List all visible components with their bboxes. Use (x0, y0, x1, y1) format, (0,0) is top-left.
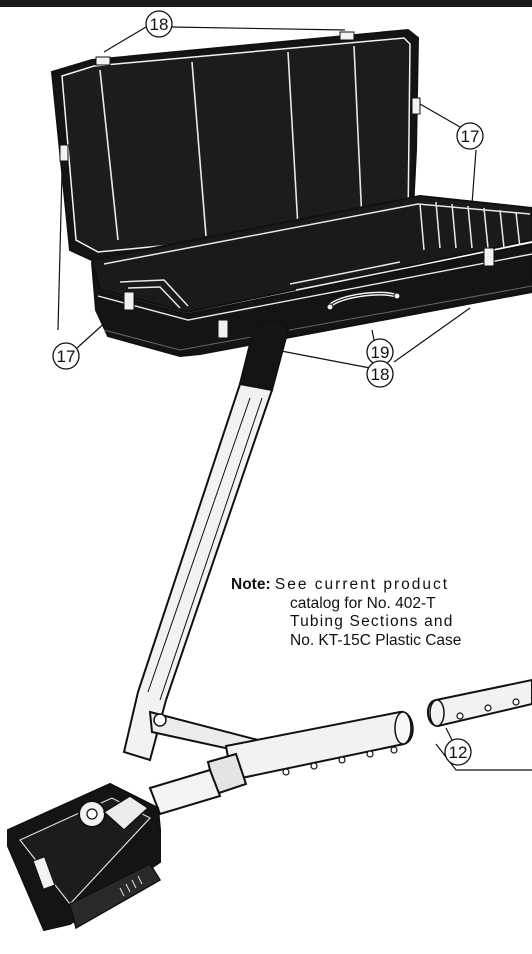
svg-text:17: 17 (461, 127, 480, 146)
leader-lines (57, 26, 477, 369)
note-line-4: No. KT-15C Plastic Case (290, 631, 462, 649)
svg-text:12: 12 (449, 743, 468, 762)
header-bar (0, 0, 532, 7)
callout-17-left: 17 (52, 342, 80, 370)
plastic-case (50, 28, 532, 358)
case-base (91, 242, 532, 358)
note-line-2: catalog for No. 402-T (290, 594, 436, 612)
note-label: Note: (231, 576, 271, 593)
tubing-main (224, 711, 414, 782)
note-text: Note: See current product catalog for No… (231, 576, 532, 650)
svg-text:19: 19 (371, 343, 390, 362)
svg-text:17: 17 (57, 347, 76, 366)
callout-19-handle: 19 (366, 338, 394, 366)
callout-17-right: 17 (456, 122, 484, 150)
svg-text:18: 18 (371, 365, 390, 384)
knee-kicker-tool (7, 319, 414, 932)
callout-18-bottom: 18 (366, 360, 394, 388)
tubing-section (427, 678, 532, 771)
handle-grip (238, 319, 290, 392)
callout-18-top: 18 (145, 10, 173, 38)
callout-12-tubing: 12 (444, 738, 472, 766)
svg-text:18: 18 (150, 15, 169, 34)
note-line-1: See current product (274, 576, 450, 593)
lever-arm (122, 382, 274, 762)
note-line-3: Tubing Sections and (290, 613, 454, 630)
